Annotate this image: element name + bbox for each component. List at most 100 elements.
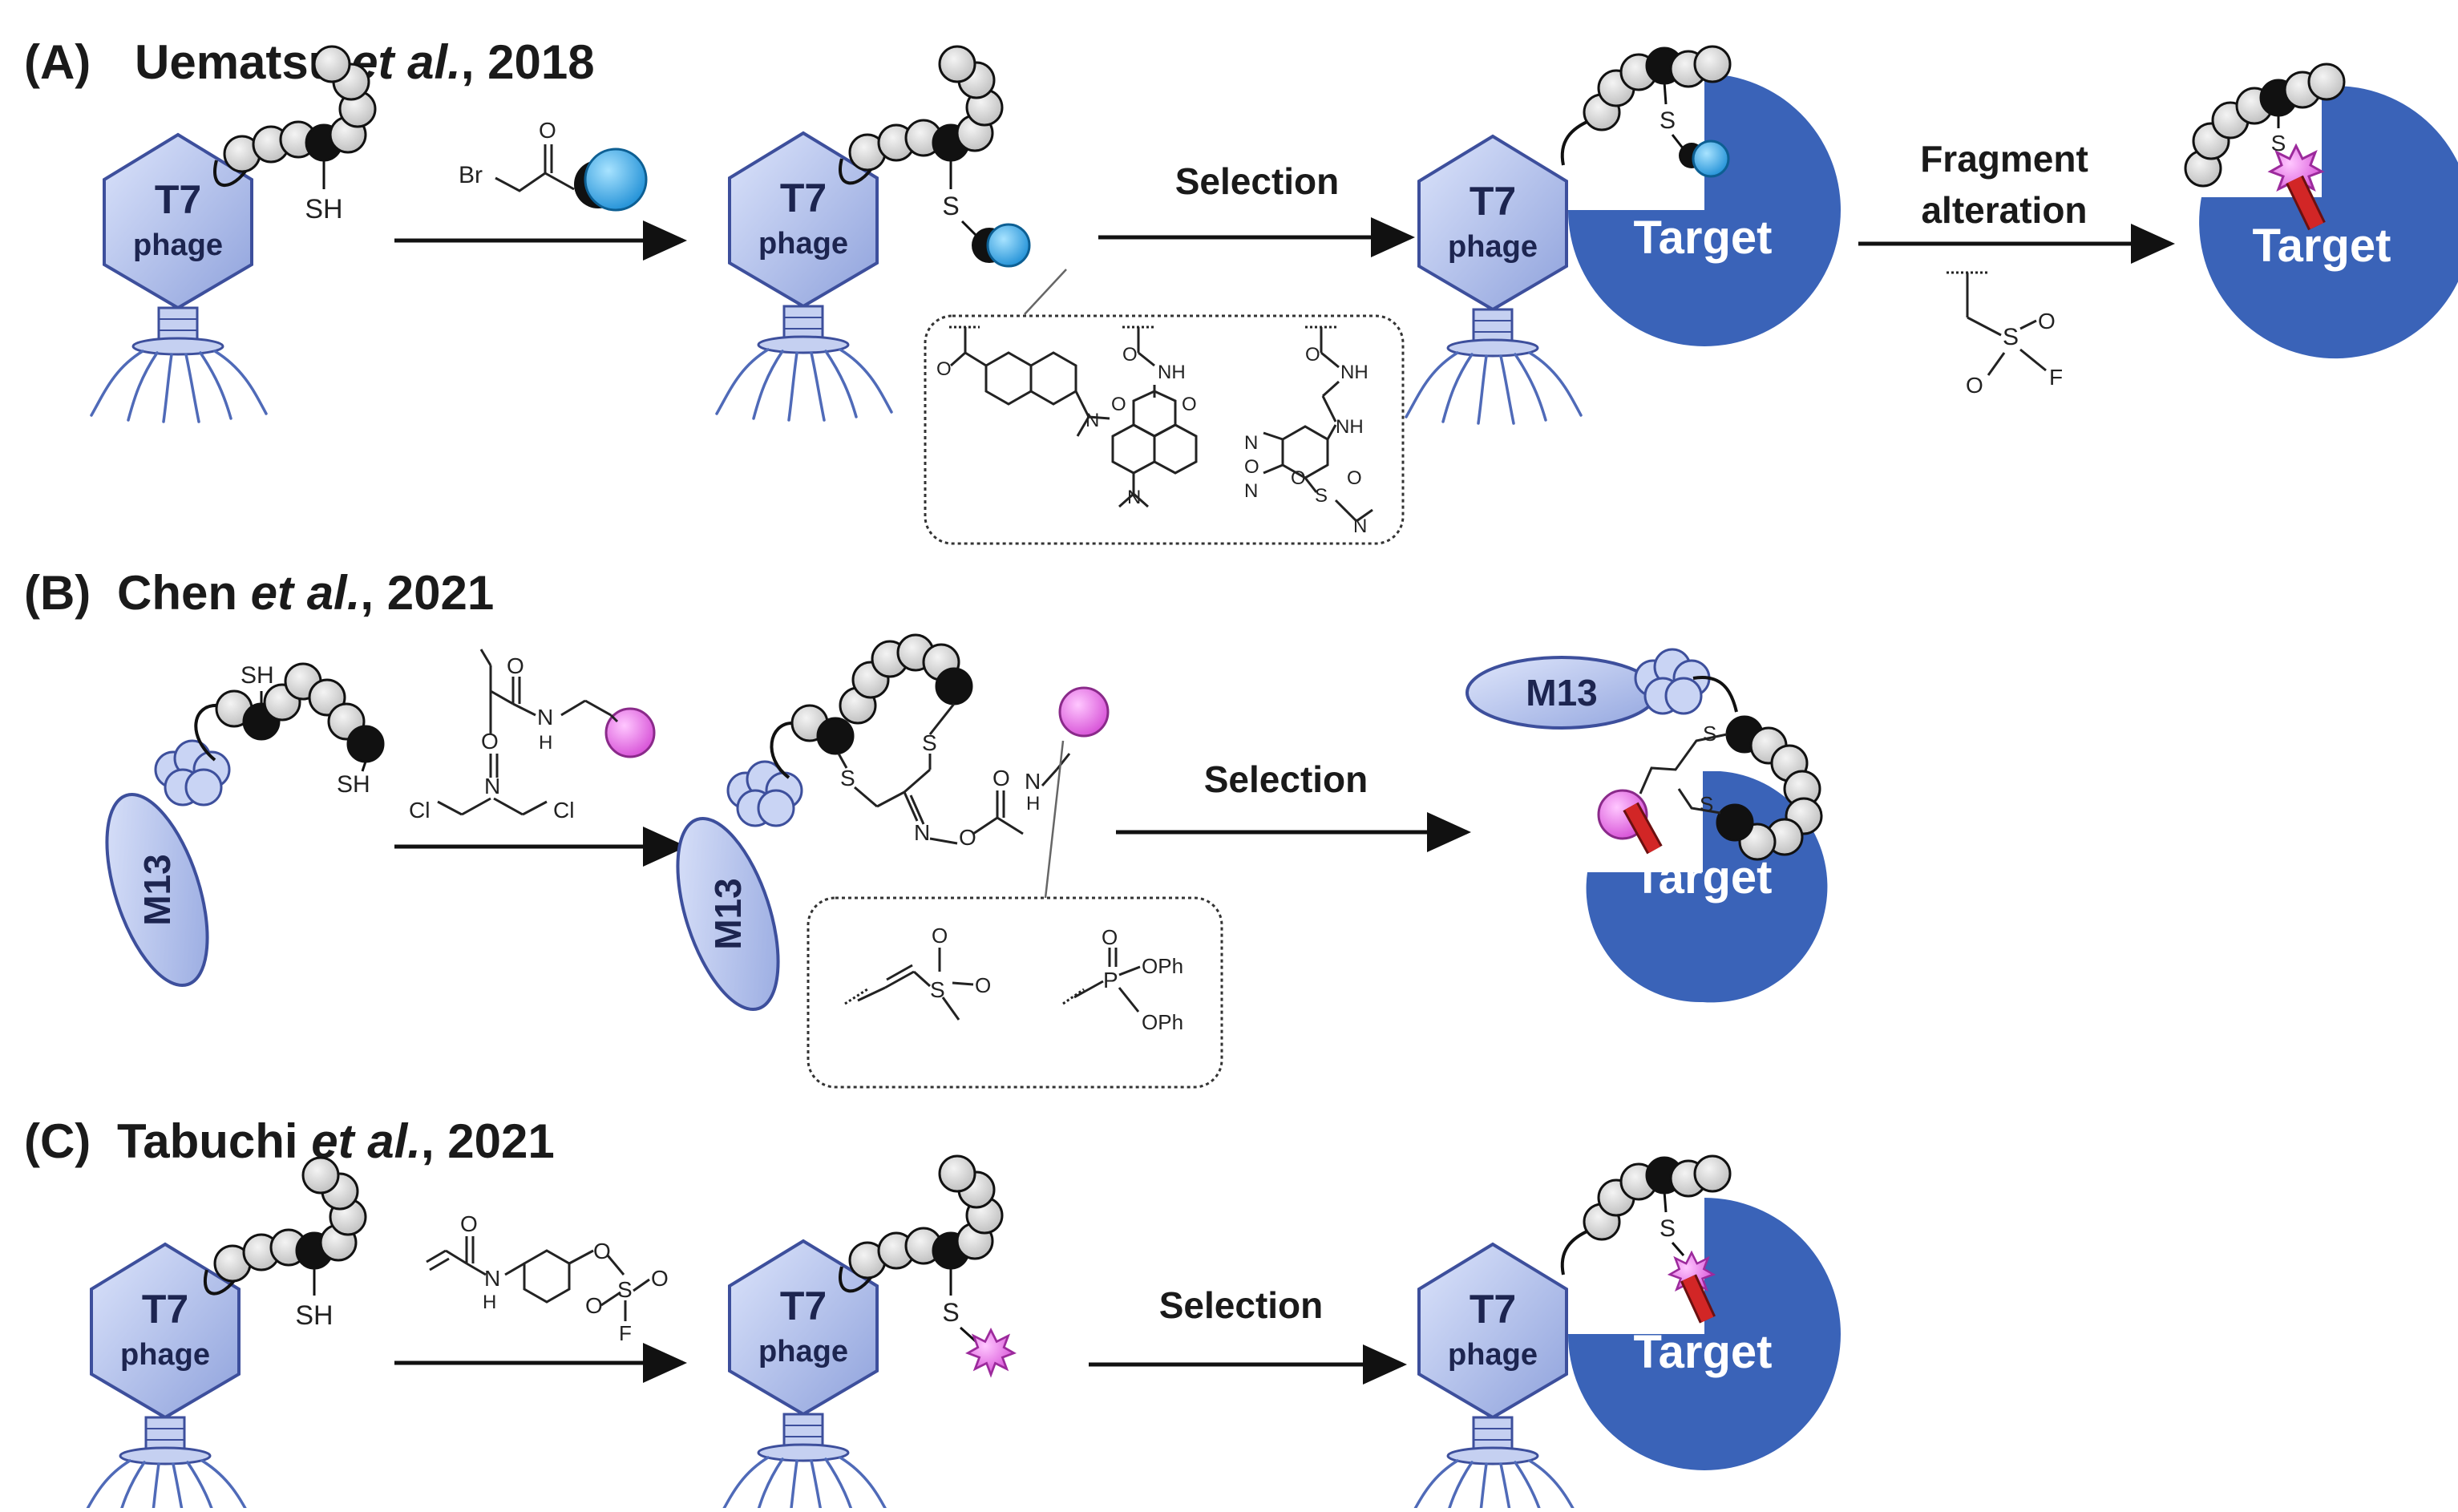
probe-sphere-icon bbox=[986, 223, 1031, 268]
panel-a-letter: (A) bbox=[24, 35, 91, 89]
zoom-line bbox=[1024, 269, 1067, 315]
svg-text:O: O bbox=[1122, 344, 1138, 366]
peptide-bead-chain: S bbox=[1560, 1154, 1732, 1324]
svg-text:Target: Target bbox=[1634, 212, 1773, 264]
warhead-structure-box: S O O P O OPh OPh bbox=[807, 896, 1223, 1089]
svg-text:N: N bbox=[914, 820, 930, 845]
svg-text:N: N bbox=[1244, 480, 1258, 502]
target-protein-icon: Target bbox=[2199, 86, 2458, 359]
t7-phage-icon: T7 phage bbox=[715, 131, 893, 422]
m13-phage-icon: M13 bbox=[85, 739, 231, 999]
svg-text:T7: T7 bbox=[1470, 179, 1516, 224]
svg-text:N: N bbox=[484, 774, 500, 798]
svg-text:F: F bbox=[619, 1321, 632, 1345]
alteration-label: alteration bbox=[1921, 189, 2087, 231]
peptide-bead-chain: S bbox=[839, 45, 1031, 268]
t7-phage-icon: T7 phage bbox=[715, 1239, 893, 1512]
phage-name-label: phage bbox=[133, 228, 223, 262]
peptide-bead-chain: S bbox=[1560, 45, 1732, 178]
peptide-bead-chain: S S bbox=[1597, 676, 1823, 861]
svg-text:O: O bbox=[539, 118, 556, 143]
svg-text:N: N bbox=[537, 705, 553, 730]
svg-text:P: P bbox=[1103, 968, 1118, 993]
svg-text:Cl: Cl bbox=[409, 798, 430, 823]
warhead-bond bbox=[1682, 1275, 1714, 1323]
svg-text:Target: Target bbox=[1634, 1326, 1773, 1378]
svg-text:T7: T7 bbox=[780, 176, 827, 220]
svg-text:H: H bbox=[1026, 793, 1040, 815]
svg-text:NH: NH bbox=[1336, 416, 1364, 438]
svg-text:O: O bbox=[1347, 467, 1362, 489]
svg-text:OPh: OPh bbox=[1142, 1010, 1183, 1034]
svg-text:S: S bbox=[930, 977, 945, 1002]
svg-text:S: S bbox=[942, 1298, 959, 1327]
svg-text:S: S bbox=[1660, 107, 1676, 134]
peptide-bead-chain: SH bbox=[213, 45, 377, 224]
svg-text:S: S bbox=[1315, 485, 1328, 507]
t7-phage-icon: T7 phage bbox=[1405, 1243, 1583, 1512]
peptide-bead-chain: S bbox=[2184, 63, 2346, 231]
panel-c-letter: (C) bbox=[24, 1114, 91, 1168]
dichloro-oxime-reagent bbox=[437, 649, 612, 816]
fluorophore-structure-box: O N O NH O O N bbox=[924, 314, 1405, 545]
sulfonyl-fluoride-structure bbox=[1947, 271, 2002, 337]
svg-text:O: O bbox=[1305, 344, 1320, 366]
t7-phage-icon: T7 phage bbox=[1405, 135, 1583, 425]
svg-text:O: O bbox=[1111, 394, 1126, 415]
probe-sphere-icon bbox=[584, 148, 648, 212]
svg-text:N: N bbox=[1244, 432, 1258, 454]
svg-text:N: N bbox=[1353, 515, 1367, 537]
fragment-label: Fragment bbox=[1920, 138, 2088, 180]
panel-b: (B) Chen et al., 2021 M13 SH SH bbox=[24, 566, 1828, 1089]
thiol-label: SH bbox=[305, 194, 342, 224]
svg-text:T7: T7 bbox=[780, 1284, 827, 1328]
probe-sphere-icon bbox=[1692, 139, 1730, 178]
svg-text:phage: phage bbox=[1448, 1338, 1538, 1372]
svg-text:S: S bbox=[1700, 792, 1713, 816]
selection-label: Selection bbox=[1204, 758, 1368, 800]
svg-text:N: N bbox=[1127, 487, 1141, 508]
svg-text:Target: Target bbox=[2253, 220, 2391, 272]
m13-phage-icon: M13 bbox=[1466, 648, 1711, 730]
selection-label: Selection bbox=[1175, 160, 1340, 202]
svg-text:phage: phage bbox=[1448, 230, 1538, 264]
svg-text:phage: phage bbox=[758, 1335, 848, 1368]
t7-phage-icon: T7 phage bbox=[77, 1243, 255, 1512]
svg-text:O: O bbox=[1291, 467, 1306, 489]
zoom-line bbox=[1044, 740, 1065, 899]
svg-text:OPh: OPh bbox=[1142, 954, 1183, 978]
svg-text:O: O bbox=[959, 825, 976, 850]
svg-text:NH: NH bbox=[1340, 362, 1368, 383]
svg-text:SH: SH bbox=[337, 771, 370, 798]
svg-text:O: O bbox=[460, 1211, 478, 1236]
svg-text:SH: SH bbox=[295, 1300, 333, 1331]
svg-text:S: S bbox=[942, 192, 959, 220]
svg-text:N: N bbox=[1085, 410, 1099, 431]
panel-a-author: Uematsu et al., 2018 bbox=[135, 35, 595, 89]
svg-text:phage: phage bbox=[758, 227, 848, 261]
svg-text:O: O bbox=[593, 1239, 611, 1263]
svg-text:M13: M13 bbox=[136, 854, 178, 925]
target-protein-icon: Target bbox=[1568, 74, 1841, 346]
svg-text:O: O bbox=[1966, 373, 1983, 398]
peptide-bead-chain: S S N O O N H bbox=[770, 633, 1110, 850]
svg-text:T7: T7 bbox=[1470, 1287, 1516, 1332]
panel-a: (A) Uematsu et al., 2018 T7 phage SH Br bbox=[24, 35, 2458, 545]
svg-text:Target: Target bbox=[1634, 851, 1773, 904]
t7-phage-icon: T7 phage bbox=[90, 133, 268, 423]
svg-text:O: O bbox=[932, 924, 948, 948]
svg-text:O: O bbox=[2038, 309, 2056, 334]
svg-text:O: O bbox=[651, 1266, 669, 1291]
svg-text:O: O bbox=[975, 973, 991, 997]
svg-text:H: H bbox=[483, 1292, 496, 1313]
warhead-bond bbox=[2287, 176, 2324, 229]
panel-c: (C) Tabuchi et al., 2021 T7 phage SH bbox=[24, 1114, 1841, 1512]
svg-text:S: S bbox=[1703, 722, 1716, 746]
svg-text:T7: T7 bbox=[142, 1287, 188, 1332]
bromoacetyl-reagent: Br O bbox=[459, 118, 648, 212]
probe-sphere-icon bbox=[1058, 686, 1110, 738]
svg-text:O: O bbox=[992, 766, 1010, 790]
panel-b-author: Chen et al., 2021 bbox=[117, 566, 494, 620]
svg-text:Cl: Cl bbox=[553, 798, 574, 823]
